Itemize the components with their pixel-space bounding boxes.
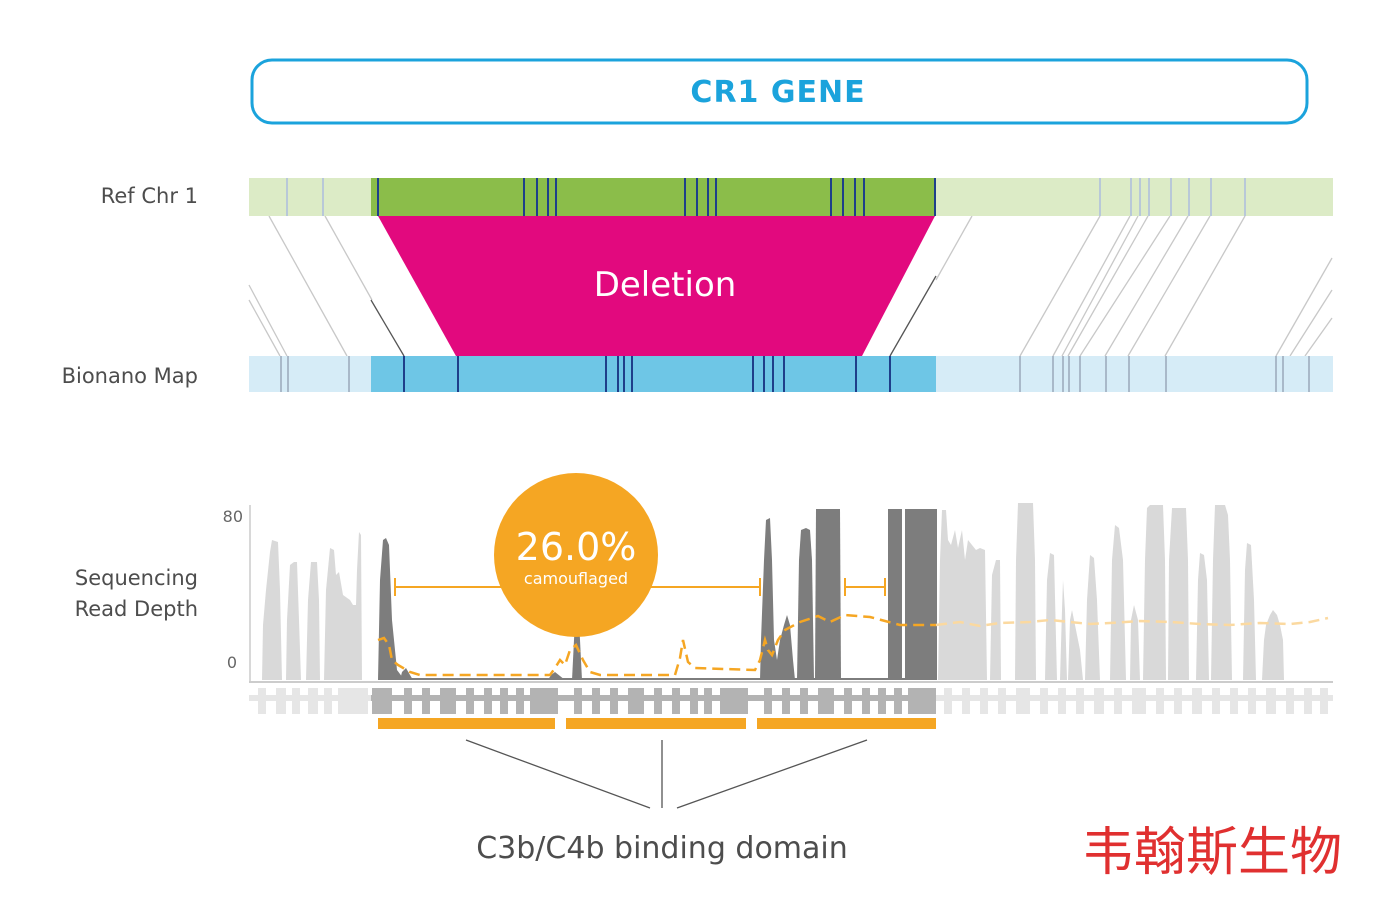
ref-chr-bar [249, 178, 1333, 216]
axis-min-label: 0 [227, 653, 237, 672]
camouflaged-coverage-line-faded [935, 616, 1329, 628]
deletion-region [378, 216, 935, 356]
deletion-label: Deletion [594, 265, 737, 305]
bionano-map-bar [249, 356, 1333, 392]
bionano-label: Bionano Map [62, 364, 198, 388]
binding-domain-bars [378, 718, 936, 729]
alignment-lines-dark [370, 275, 937, 357]
read-depth-light [262, 503, 1284, 680]
exon-track [249, 688, 1333, 714]
camouflaged-coverage-line [377, 613, 936, 677]
watermark: 韦翰斯生物 [1082, 823, 1342, 883]
binding-domain-label: C3b/C4b binding domain [476, 831, 848, 866]
ref-chr-label: Ref Chr 1 [101, 184, 198, 208]
depth-label-line1: Sequencing [75, 566, 198, 590]
gene-title: CR1 GENE [690, 75, 865, 110]
gene-title-box [250, 58, 1309, 125]
read-depth-dark [378, 509, 937, 680]
camouflaged-percent: 26.0% [516, 525, 637, 569]
axis-max-label: 80 [223, 507, 243, 526]
binding-domain-pointers [465, 739, 868, 809]
depth-label-line2: Read Depth [75, 597, 198, 621]
span-bracket-right [844, 578, 886, 596]
camouflaged-callout-circle [494, 473, 658, 637]
camouflaged-caption: camouflaged [524, 569, 628, 588]
alignment-lines [248, 215, 1333, 357]
